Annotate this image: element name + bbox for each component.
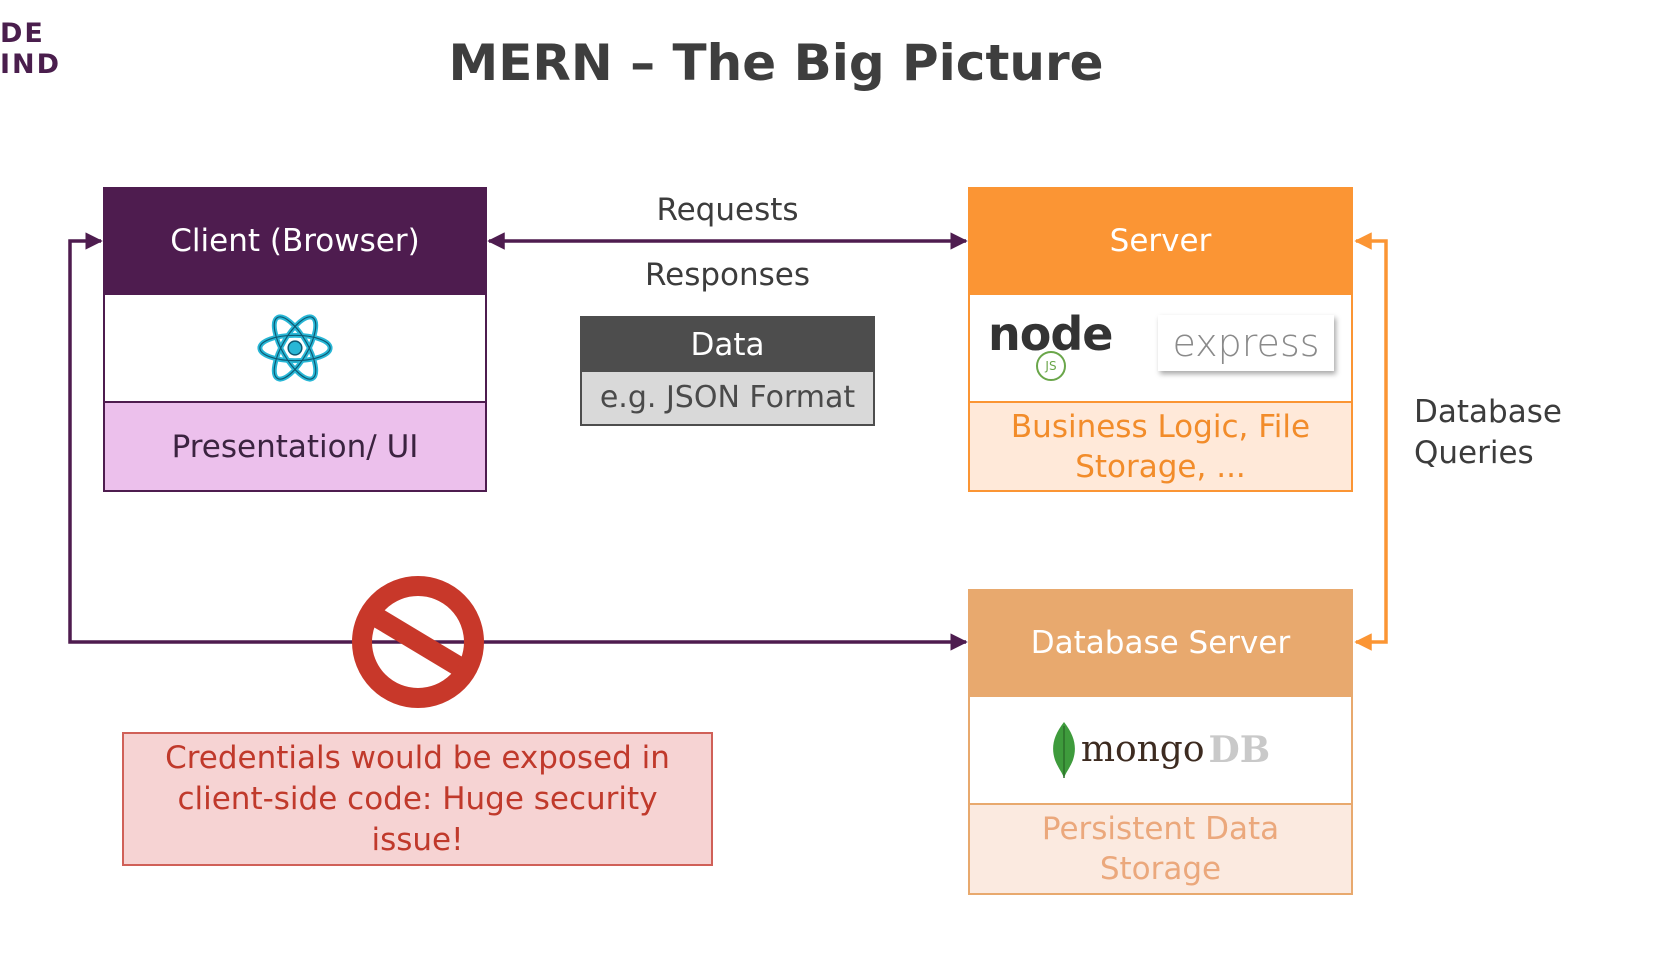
database-footer: Persistent Data Storage bbox=[968, 805, 1353, 895]
mongodb-logo-text: mongo bbox=[1080, 729, 1205, 770]
client-footer: Presentation/ UI bbox=[103, 403, 487, 492]
security-warning: Credentials would be exposed in client-s… bbox=[122, 732, 713, 866]
mongodb-leaf-icon bbox=[1052, 722, 1075, 778]
database-queries-line1: Database bbox=[1414, 394, 1562, 430]
prohibited-icon bbox=[352, 576, 484, 708]
server-logos: node JS express bbox=[968, 295, 1353, 403]
data-body: e.g. JSON Format bbox=[582, 372, 873, 424]
database-queries-arrow bbox=[1354, 232, 1388, 651]
data-header: Data bbox=[582, 318, 873, 372]
client-icon-area bbox=[103, 295, 487, 403]
nodejs-logo: node JS bbox=[988, 303, 1123, 383]
client-header: Client (Browser) bbox=[103, 187, 487, 295]
responses-label: Responses bbox=[644, 257, 811, 293]
slide-title: MERN – The Big Picture bbox=[448, 34, 1104, 92]
client-database-connection bbox=[68, 232, 968, 651]
mongodb-logo: mongo DB bbox=[1051, 722, 1270, 778]
database-box: Database Server mongo DB Persistent Data… bbox=[968, 589, 1353, 895]
requests-label: Requests bbox=[656, 192, 799, 228]
nodejs-badge: JS bbox=[1036, 351, 1066, 381]
data-box: Data e.g. JSON Format bbox=[580, 316, 875, 426]
server-footer: Business Logic, File Storage, ... bbox=[968, 403, 1353, 492]
express-logo-text: express bbox=[1172, 321, 1320, 365]
database-queries-label: Database Queries bbox=[1414, 392, 1562, 474]
server-box: Server node JS express Business Logic, F… bbox=[968, 187, 1353, 492]
server-header: Server bbox=[968, 187, 1353, 295]
brand-logo-line2: IND bbox=[0, 49, 62, 80]
react-icon bbox=[257, 314, 333, 382]
mongodb-logo-area: mongo DB bbox=[968, 697, 1353, 805]
client-box: Client (Browser) Presentation/ UI bbox=[103, 187, 487, 492]
express-logo: express bbox=[1158, 315, 1334, 371]
nodejs-badge-text: JS bbox=[1045, 359, 1057, 373]
brand-logo-line1: DE bbox=[0, 18, 45, 49]
mongodb-logo-suffix: DB bbox=[1208, 729, 1271, 771]
brand-logo: DE IND bbox=[0, 18, 61, 80]
database-queries-line2: Queries bbox=[1414, 435, 1534, 471]
database-header: Database Server bbox=[968, 589, 1353, 697]
